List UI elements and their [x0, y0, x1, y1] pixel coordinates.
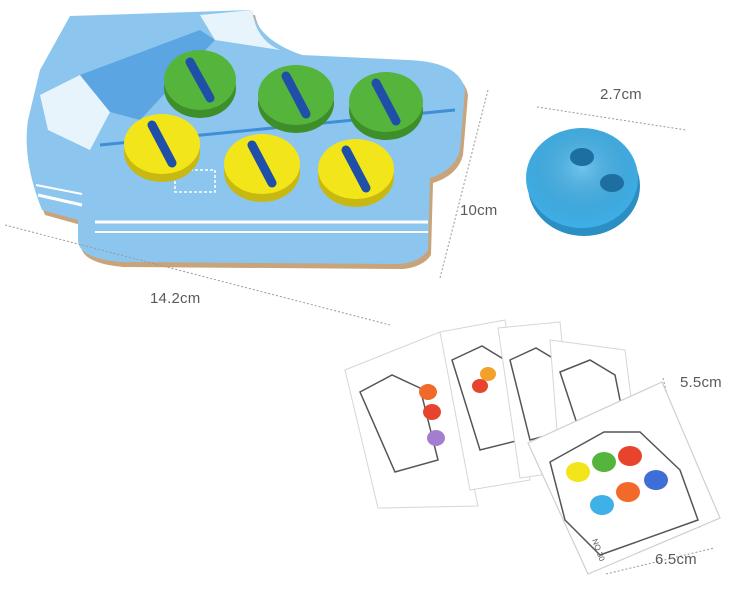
card-height-label: 5.5cm — [680, 374, 722, 391]
loose-button[interactable] — [526, 128, 640, 236]
green-button[interactable] — [258, 65, 334, 133]
button-diameter-label: 2.7cm — [600, 86, 642, 103]
green-button[interactable] — [164, 50, 236, 118]
board-buttons — [124, 50, 423, 207]
pattern-card[interactable]: NO.30 — [527, 381, 721, 575]
yellow-button[interactable] — [224, 134, 300, 202]
yellow-button[interactable] — [124, 114, 200, 182]
board-width-label: 14.2cm — [150, 290, 201, 307]
yellow-button[interactable] — [318, 139, 394, 207]
card-width-label: 6.5cm — [655, 551, 697, 568]
pattern-card[interactable] — [344, 331, 479, 509]
pattern-card-stack: NO.30 — [344, 319, 721, 575]
board-height-label: 10cm — [460, 202, 498, 219]
green-button[interactable] — [349, 72, 423, 140]
